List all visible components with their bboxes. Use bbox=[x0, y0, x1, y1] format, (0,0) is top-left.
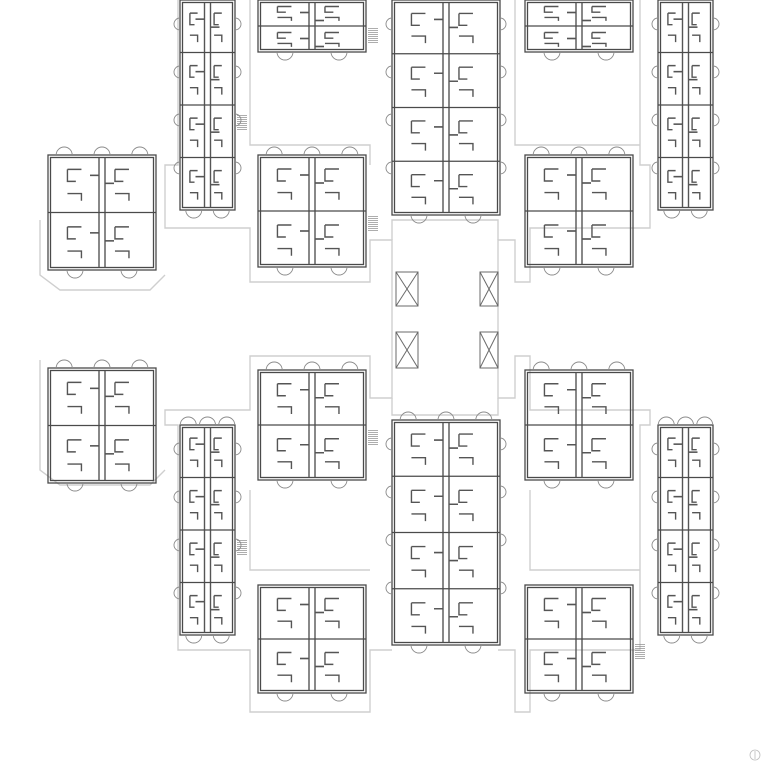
apartment-block bbox=[173, 0, 247, 219]
apartment-block bbox=[385, 0, 507, 224]
apartment-block bbox=[257, 361, 378, 489]
stair-icon bbox=[368, 430, 378, 445]
apartment-block bbox=[524, 584, 645, 702]
apartment-block bbox=[173, 416, 247, 644]
apartment-block bbox=[257, 146, 378, 276]
apartment-block bbox=[524, 146, 634, 276]
north-arrow-icon bbox=[749, 749, 761, 761]
apartment-block bbox=[257, 0, 378, 61]
apartment-block bbox=[47, 146, 157, 279]
stair-icon bbox=[237, 115, 247, 130]
apartment-block bbox=[385, 411, 507, 654]
apartment-block bbox=[257, 584, 367, 702]
stair-icon bbox=[635, 644, 645, 659]
central-core bbox=[395, 271, 499, 369]
stair-icon bbox=[237, 540, 247, 555]
stair-icon bbox=[368, 28, 378, 43]
apartment-block bbox=[651, 416, 720, 644]
building-outline bbox=[39, 0, 651, 713]
apartment-block bbox=[524, 361, 634, 489]
apartment-block bbox=[651, 0, 720, 219]
stair-icon bbox=[368, 216, 378, 231]
apartment-blocks bbox=[47, 0, 720, 702]
apartment-block bbox=[47, 359, 157, 492]
apartment-block bbox=[524, 0, 634, 61]
